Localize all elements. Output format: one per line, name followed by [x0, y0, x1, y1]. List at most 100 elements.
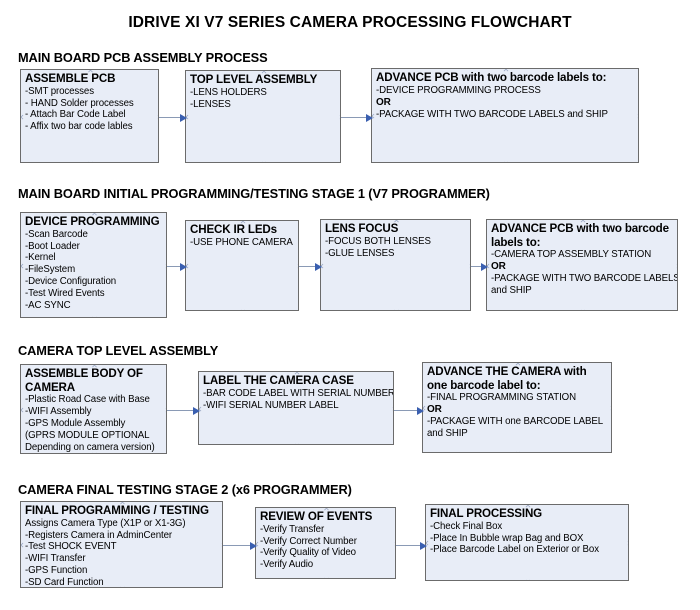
- connection-handle-icon[interactable]: [393, 220, 400, 224]
- connection-handle-icon[interactable]: [515, 451, 522, 453]
- connection-handle-icon[interactable]: [91, 213, 98, 217]
- node-line: -GPS Function: [25, 564, 88, 576]
- node-line: -FINAL PROGRAMMING STATION: [427, 392, 576, 404]
- flow-connector-arrow[interactable]: [471, 262, 488, 271]
- node-heading: ASSEMBLE BODY OF CAMERA: [25, 367, 143, 394]
- node-line: -LENSES: [190, 98, 231, 110]
- node-heading: ADVANCE PCB with two barcode labels to:: [376, 71, 607, 84]
- flow-connector-arrow[interactable]: [299, 262, 322, 271]
- connection-handle-icon[interactable]: [610, 405, 612, 412]
- connection-handle-icon[interactable]: [87, 161, 94, 163]
- node-line: -GPS Module Assembly: [25, 418, 126, 429]
- connection-handle-icon[interactable]: [627, 540, 629, 547]
- node-line: -FOCUS BOTH LENSES: [325, 235, 431, 247]
- connection-handle-icon[interactable]: [392, 406, 394, 413]
- node-line: - Affix two bar code lables: [25, 121, 133, 133]
- process-node[interactable]: ASSEMBLE PCB-SMT processes- HAND Solder …: [20, 69, 159, 163]
- flow-connector-arrow[interactable]: [159, 113, 187, 122]
- connection-handle-icon[interactable]: [261, 71, 268, 75]
- node-line: -Device Configuration: [25, 275, 117, 287]
- node-line: Depending on camera version): [25, 441, 155, 453]
- flow-connector-arrow[interactable]: [341, 113, 373, 122]
- node-line: - HAND Solder processes: [25, 97, 134, 109]
- node-line: -Place In Bubble wrap Bag and BOX: [430, 532, 584, 544]
- node-line: -Scan Barcode: [25, 228, 88, 240]
- connection-handle-icon[interactable]: [294, 372, 301, 376]
- connection-handle-icon[interactable]: [503, 161, 510, 163]
- node-heading: FINAL PROCESSING: [430, 507, 543, 520]
- connection-handle-icon[interactable]: [393, 309, 400, 311]
- connection-handle-icon[interactable]: [637, 113, 639, 120]
- flow-connector-arrow[interactable]: [167, 262, 187, 271]
- connection-handle-icon[interactable]: [87, 70, 94, 74]
- process-node[interactable]: LABEL THE CAMERA CASE-BAR CODE LABEL WIT…: [198, 371, 394, 445]
- connection-handle-icon[interactable]: [515, 363, 522, 367]
- node-line: -Place Barcode Label on Exterior or Box: [430, 544, 599, 556]
- process-node[interactable]: ADVANCE PCB with two barcode labels to:-…: [486, 219, 678, 311]
- node-line: -Plastic Road Case with Base: [25, 394, 150, 406]
- node-line: -Verify Audio: [260, 559, 314, 571]
- arrowhead-icon: [420, 541, 427, 550]
- connection-handle-icon[interactable]: [580, 220, 587, 224]
- process-node[interactable]: TOP LEVEL ASSEMBLY-LENS HOLDERS-LENSES: [185, 70, 341, 163]
- node-heading: LABEL THE CAMERA CASE: [203, 374, 354, 387]
- connection-handle-icon[interactable]: [21, 542, 25, 549]
- node-line: -Check Final Box: [430, 520, 503, 532]
- connection-handle-icon[interactable]: [91, 452, 98, 454]
- page-title: IDRIVE XI V7 SERIES CAMERA PROCESSING FL…: [128, 14, 572, 31]
- node-line: -GLUE LENSES: [325, 247, 395, 259]
- connection-handle-icon[interactable]: [240, 221, 247, 225]
- connection-handle-icon[interactable]: [91, 365, 98, 369]
- node-line: -Verify Correct Number: [260, 535, 357, 547]
- node-line: -Boot Loader: [25, 240, 80, 252]
- process-node[interactable]: ADVANCE PCB with two barcode labels to:-…: [371, 68, 639, 163]
- connection-handle-icon[interactable]: [119, 502, 126, 506]
- connection-handle-icon[interactable]: [240, 309, 247, 311]
- process-node[interactable]: FINAL PROCESSING -Check Final Box-Place …: [425, 504, 629, 581]
- flow-connector-arrow[interactable]: [394, 406, 424, 415]
- node-heading: REVIEW OF EVENTS: [260, 510, 373, 523]
- connection-handle-icon[interactable]: [21, 114, 25, 121]
- connection-handle-icon[interactable]: [525, 579, 532, 581]
- node-line: -Test SHOCK EVENT: [25, 541, 117, 553]
- connection-handle-icon[interactable]: [394, 541, 396, 548]
- connection-handle-icon[interactable]: [91, 316, 98, 318]
- arrowhead-icon: [366, 113, 373, 122]
- arrowhead-icon: [481, 262, 488, 271]
- connection-handle-icon[interactable]: [21, 407, 25, 414]
- section-title: MAIN BOARD INITIAL PROGRAMMING/TESTING S…: [18, 186, 490, 201]
- node-line: -WIFI Transfer: [25, 553, 86, 565]
- connection-handle-icon[interactable]: [294, 443, 301, 445]
- flow-connector-arrow[interactable]: [396, 541, 427, 550]
- process-node[interactable]: REVIEW OF EVENTS-Verify Transfer-Verify …: [255, 507, 396, 579]
- connection-handle-icon[interactable]: [503, 69, 510, 73]
- section-title: MAIN BOARD PCB ASSEMBLY PROCESS: [18, 50, 268, 65]
- connection-handle-icon[interactable]: [323, 508, 330, 512]
- connection-handle-icon[interactable]: [261, 161, 268, 163]
- node-line: -SD Card Function: [25, 576, 104, 588]
- node-line: OR: [491, 261, 506, 273]
- node-line: -DEVICE PROGRAMMING PROCESS: [376, 84, 541, 96]
- process-node[interactable]: ADVANCE THE CAMERA with one barcode labe…: [422, 362, 612, 453]
- connection-handle-icon[interactable]: [580, 309, 587, 311]
- connection-handle-icon[interactable]: [21, 263, 25, 270]
- node-heading: ADVANCE PCB with two barcode labels to:: [491, 222, 669, 249]
- node-line: -USE PHONE CAMERA: [190, 236, 293, 248]
- arrowhead-icon: [193, 406, 200, 415]
- node-heading: ADVANCE THE CAMERA with one barcode labe…: [427, 365, 587, 392]
- process-node[interactable]: ASSEMBLE BODY OF CAMERA-Plastic Road Cas…: [20, 364, 167, 454]
- section-title: CAMERA TOP LEVEL ASSEMBLY: [18, 343, 219, 358]
- connection-handle-icon[interactable]: [525, 505, 532, 509]
- process-node[interactable]: CHECK IR LEDs-USE PHONE CAMERA: [185, 220, 299, 311]
- connection-handle-icon[interactable]: [676, 263, 678, 270]
- node-line: -WIFI SERIAL NUMBER LABEL: [203, 399, 339, 411]
- node-line: -BAR CODE LABEL WITH SERIAL NUMBER: [203, 387, 394, 399]
- process-node[interactable]: DEVICE PROGRAMMING-Scan Barcode-Boot Loa…: [20, 212, 167, 318]
- node-line: and SHIP: [427, 428, 468, 440]
- flow-connector-arrow[interactable]: [223, 541, 257, 550]
- flow-connector-arrow[interactable]: [167, 406, 200, 415]
- connection-handle-icon[interactable]: [323, 577, 330, 579]
- process-node[interactable]: LENS FOCUS-FOCUS BOTH LENSES-GLUE LENSES: [320, 219, 471, 311]
- node-line: -Verify Quality of Video: [260, 547, 356, 559]
